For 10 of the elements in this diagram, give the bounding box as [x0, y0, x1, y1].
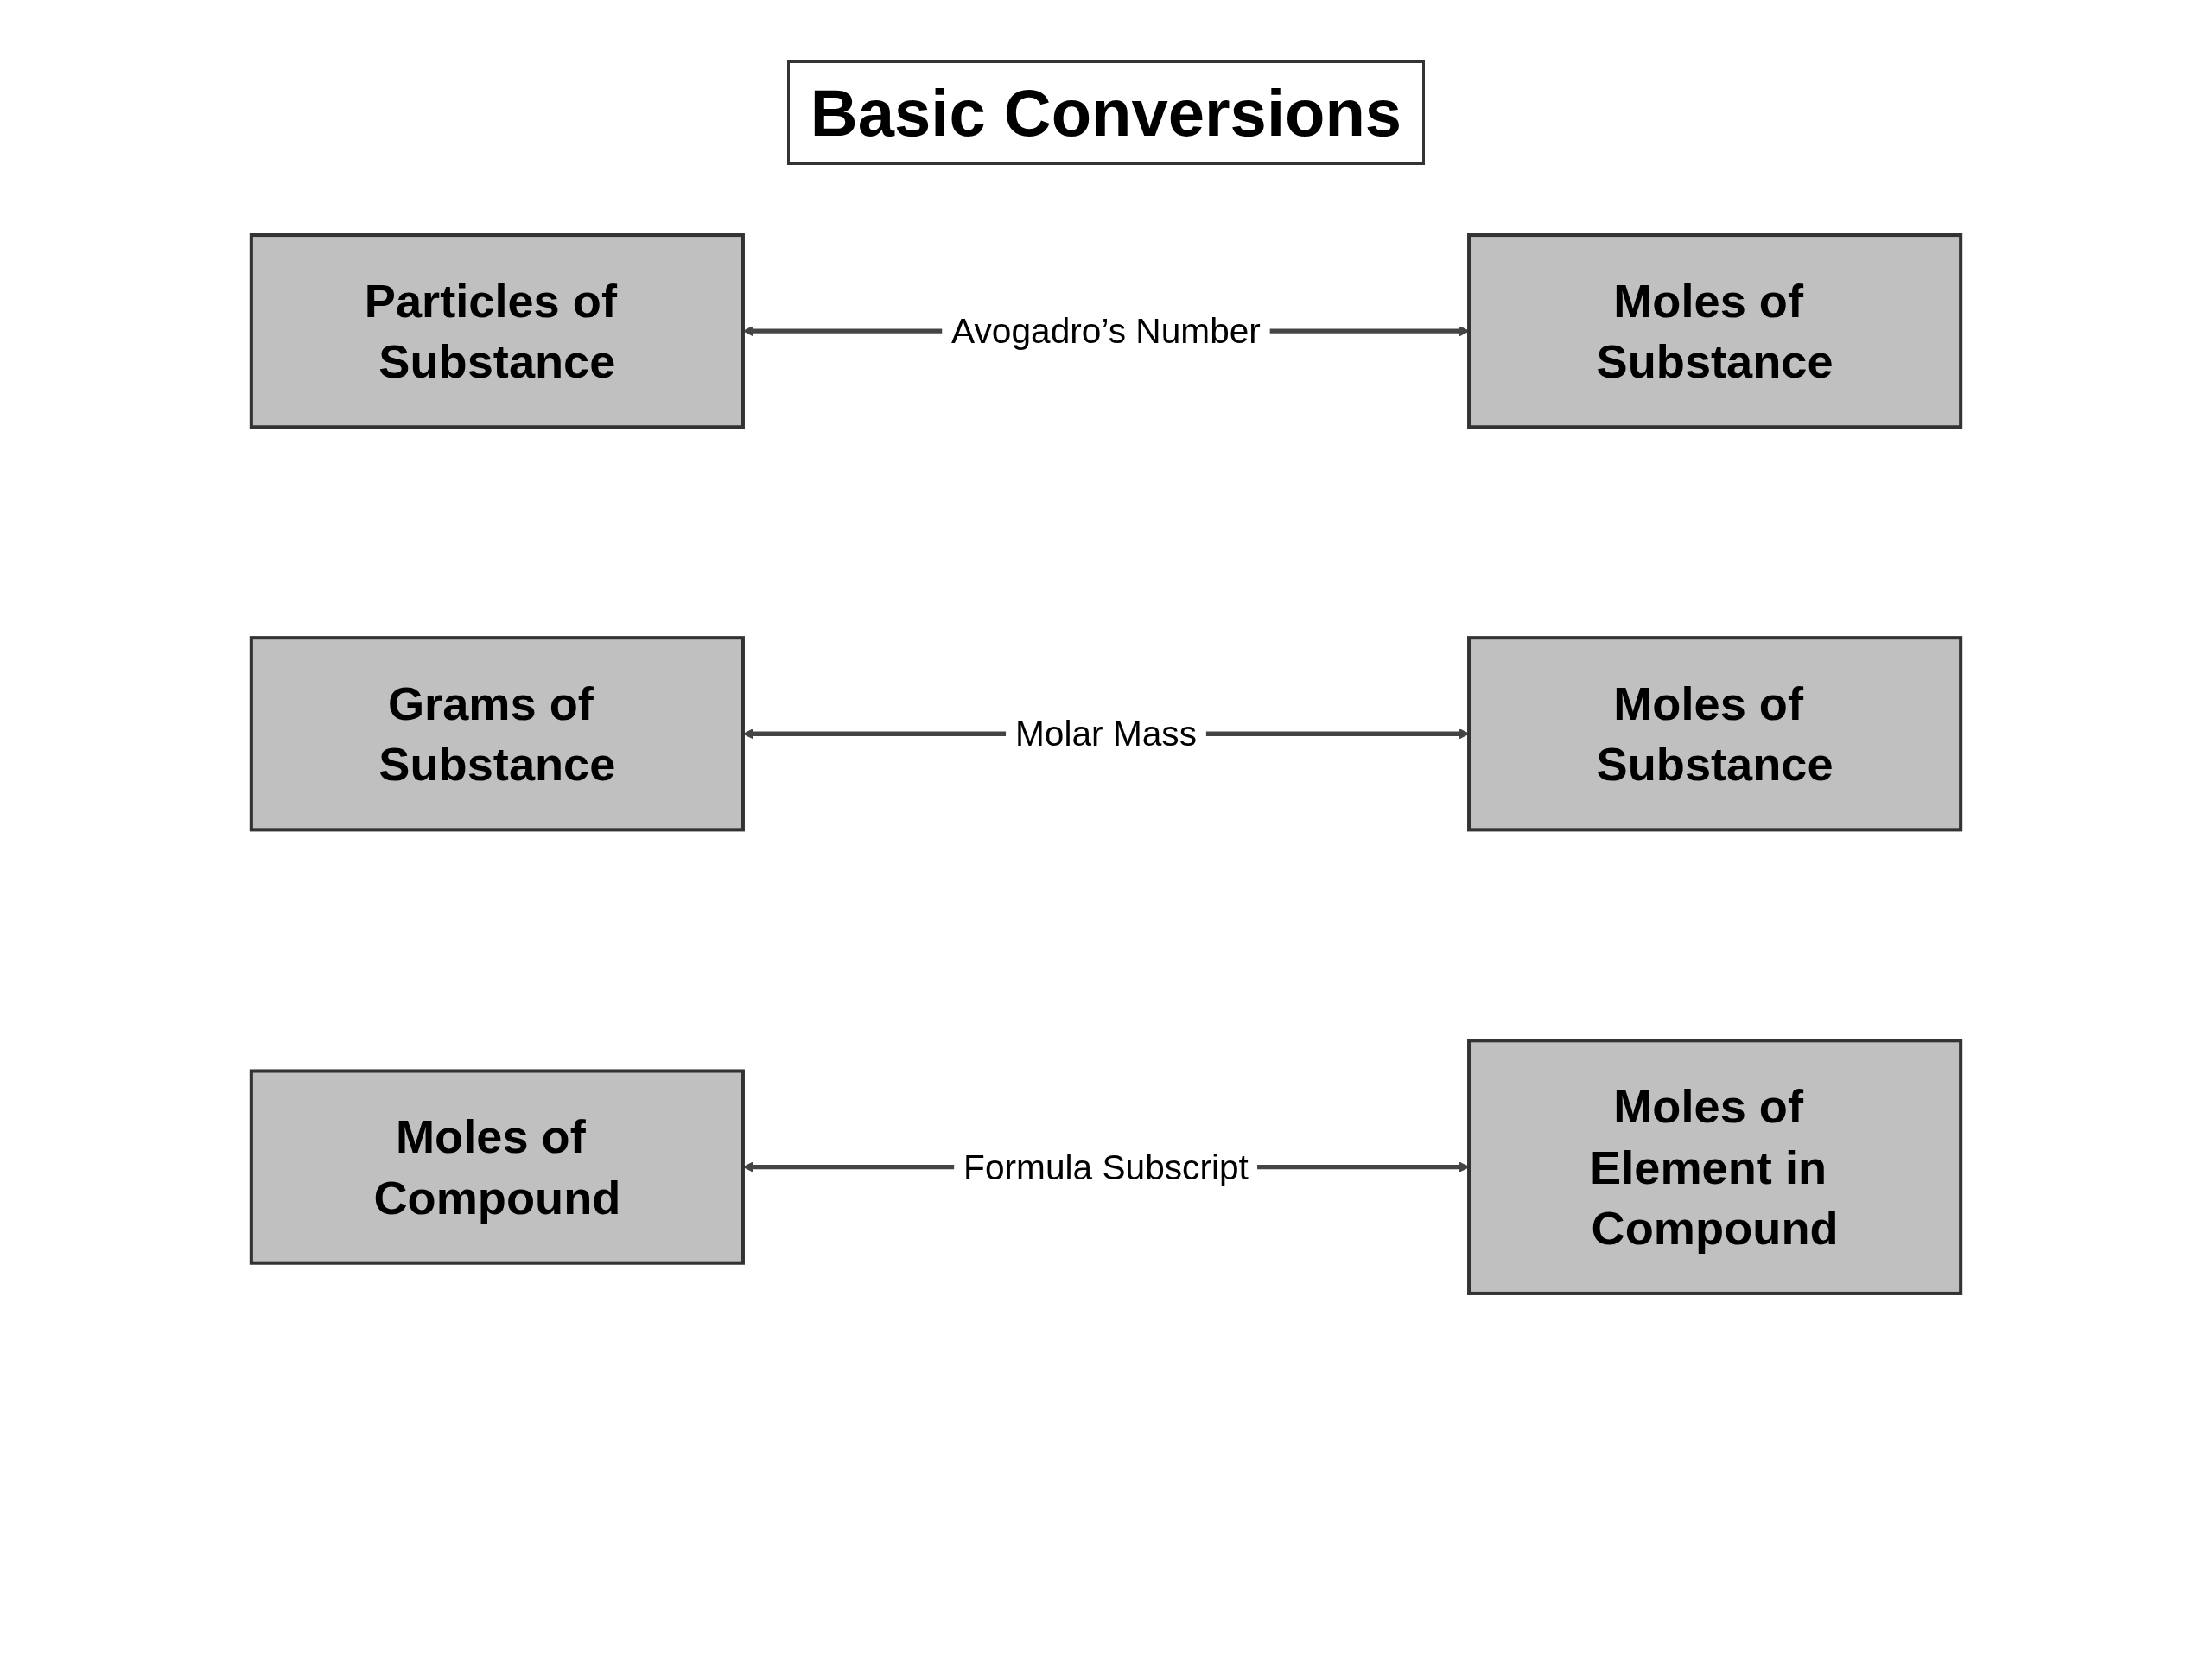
edge-label: Formula Subscript: [963, 1147, 1249, 1186]
edge-label: Avogadro’s Number: [951, 311, 1261, 351]
node-box: Moles of Substance: [1467, 636, 1963, 832]
node-box: Moles of Substance: [1467, 233, 1963, 429]
node-box: Moles of Element in Compound: [1467, 1039, 1963, 1295]
node-box: Moles of Compound: [249, 1069, 745, 1265]
diagram-title: Basic Conversions: [786, 60, 1426, 165]
node-box: Grams of Substance: [249, 636, 745, 832]
edge-label: Molar Mass: [1014, 714, 1198, 753]
node-box: Particles of Substance: [249, 233, 745, 429]
